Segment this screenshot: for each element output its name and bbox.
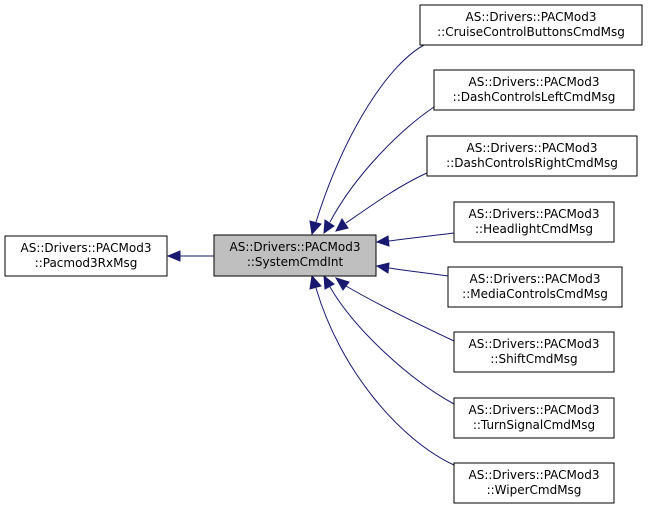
edge-dash-controls-right-to-system-cmd-int — [335, 172, 428, 232]
node-dash-controls-left-cmd-msg-box — [433, 69, 635, 111]
node-dash-controls-left-cmd-msg-name: ::DashControlsLeftCmdMsg — [453, 90, 616, 104]
node-pacmod3-rx-msg-name: ::Pacmod3RxMsg — [35, 256, 138, 270]
node-headlight-cmd-msg-name: ::HeadlightCmdMsg — [475, 222, 593, 236]
node-pacmod3-rx-msg-box — [4, 235, 168, 277]
node-media-controls-cmd-msg-name: ::MediaControlsCmdMsg — [462, 287, 608, 301]
edge-system-cmd-int-to-pacmod3-rx-msg — [166, 250, 214, 262]
edge-turn-signal-to-system-cmd-int — [323, 274, 455, 405]
node-pacmod3-rx-msg[interactable]: AS::Drivers::PACMod3 ::Pacmod3RxMsg — [4, 235, 168, 277]
node-headlight-cmd-msg-box — [453, 201, 615, 243]
node-turn-signal-cmd-msg-name: ::TurnSignalCmdMsg — [473, 418, 595, 432]
node-cruise-control-buttons-cmd-msg[interactable]: AS::Drivers::PACMod3 ::CruiseControlButt… — [419, 4, 643, 46]
edge-dash-controls-left-to-system-cmd-int — [323, 106, 435, 235]
node-system-cmd-int-box — [213, 234, 377, 277]
node-media-controls-cmd-msg-namespace: AS::Drivers::PACMod3 — [470, 272, 601, 286]
edge-media-controls-to-system-cmd-int — [375, 262, 449, 277]
node-cruise-control-buttons-cmd-msg-namespace: AS::Drivers::PACMod3 — [466, 10, 597, 24]
node-turn-signal-cmd-msg-box — [453, 397, 615, 439]
node-cruise-control-buttons-cmd-msg-name: ::CruiseControlButtonsCmdMsg — [437, 25, 625, 39]
node-turn-signal-cmd-msg-namespace: AS::Drivers::PACMod3 — [469, 403, 600, 417]
node-media-controls-cmd-msg[interactable]: AS::Drivers::PACMod3 ::MediaControlsCmdM… — [447, 266, 623, 308]
node-system-cmd-int-name: ::SystemCmdInt — [247, 255, 344, 269]
edge-cruise-control-buttons-to-system-cmd-int — [309, 43, 427, 236]
node-dash-controls-right-cmd-msg-namespace: AS::Drivers::PACMod3 — [467, 141, 598, 155]
node-shift-cmd-msg-namespace: AS::Drivers::PACMod3 — [469, 337, 600, 351]
node-headlight-cmd-msg[interactable]: AS::Drivers::PACMod3 ::HeadlightCmdMsg — [453, 201, 615, 243]
node-shift-cmd-msg-name: ::ShiftCmdMsg — [490, 352, 577, 366]
edge-shift-to-system-cmd-int — [334, 277, 455, 342]
node-dash-controls-right-cmd-msg[interactable]: AS::Drivers::PACMod3 ::DashControlsRight… — [426, 135, 638, 177]
node-turn-signal-cmd-msg[interactable]: AS::Drivers::PACMod3 ::TurnSignalCmdMsg — [453, 397, 615, 439]
node-wiper-cmd-msg-namespace: AS::Drivers::PACMod3 — [469, 468, 600, 482]
node-headlight-cmd-msg-namespace: AS::Drivers::PACMod3 — [469, 207, 600, 221]
node-dash-controls-left-cmd-msg-namespace: AS::Drivers::PACMod3 — [469, 75, 600, 89]
node-wiper-cmd-msg-name: ::WiperCmdMsg — [487, 483, 582, 497]
node-dash-controls-left-cmd-msg[interactable]: AS::Drivers::PACMod3 ::DashControlsLeftC… — [433, 69, 635, 111]
node-shift-cmd-msg-box — [453, 331, 615, 373]
node-dash-controls-right-cmd-msg-box — [426, 135, 638, 177]
edge-wiper-to-system-cmd-int — [309, 274, 455, 466]
node-media-controls-cmd-msg-box — [447, 266, 623, 308]
node-wiper-cmd-msg[interactable]: AS::Drivers::PACMod3 ::WiperCmdMsg — [453, 462, 615, 504]
node-wiper-cmd-msg-box — [453, 462, 615, 504]
node-cruise-control-buttons-cmd-msg-box — [419, 4, 643, 46]
node-system-cmd-int-namespace: AS::Drivers::PACMod3 — [230, 240, 361, 254]
edge-headlight-to-system-cmd-int — [375, 232, 455, 247]
node-pacmod3-rx-msg-namespace: AS::Drivers::PACMod3 — [21, 241, 152, 255]
node-shift-cmd-msg[interactable]: AS::Drivers::PACMod3 ::ShiftCmdMsg — [453, 331, 615, 373]
node-dash-controls-right-cmd-msg-name: ::DashControlsRightCmdMsg — [446, 156, 618, 170]
node-system-cmd-int: AS::Drivers::PACMod3 ::SystemCmdInt — [213, 234, 377, 277]
